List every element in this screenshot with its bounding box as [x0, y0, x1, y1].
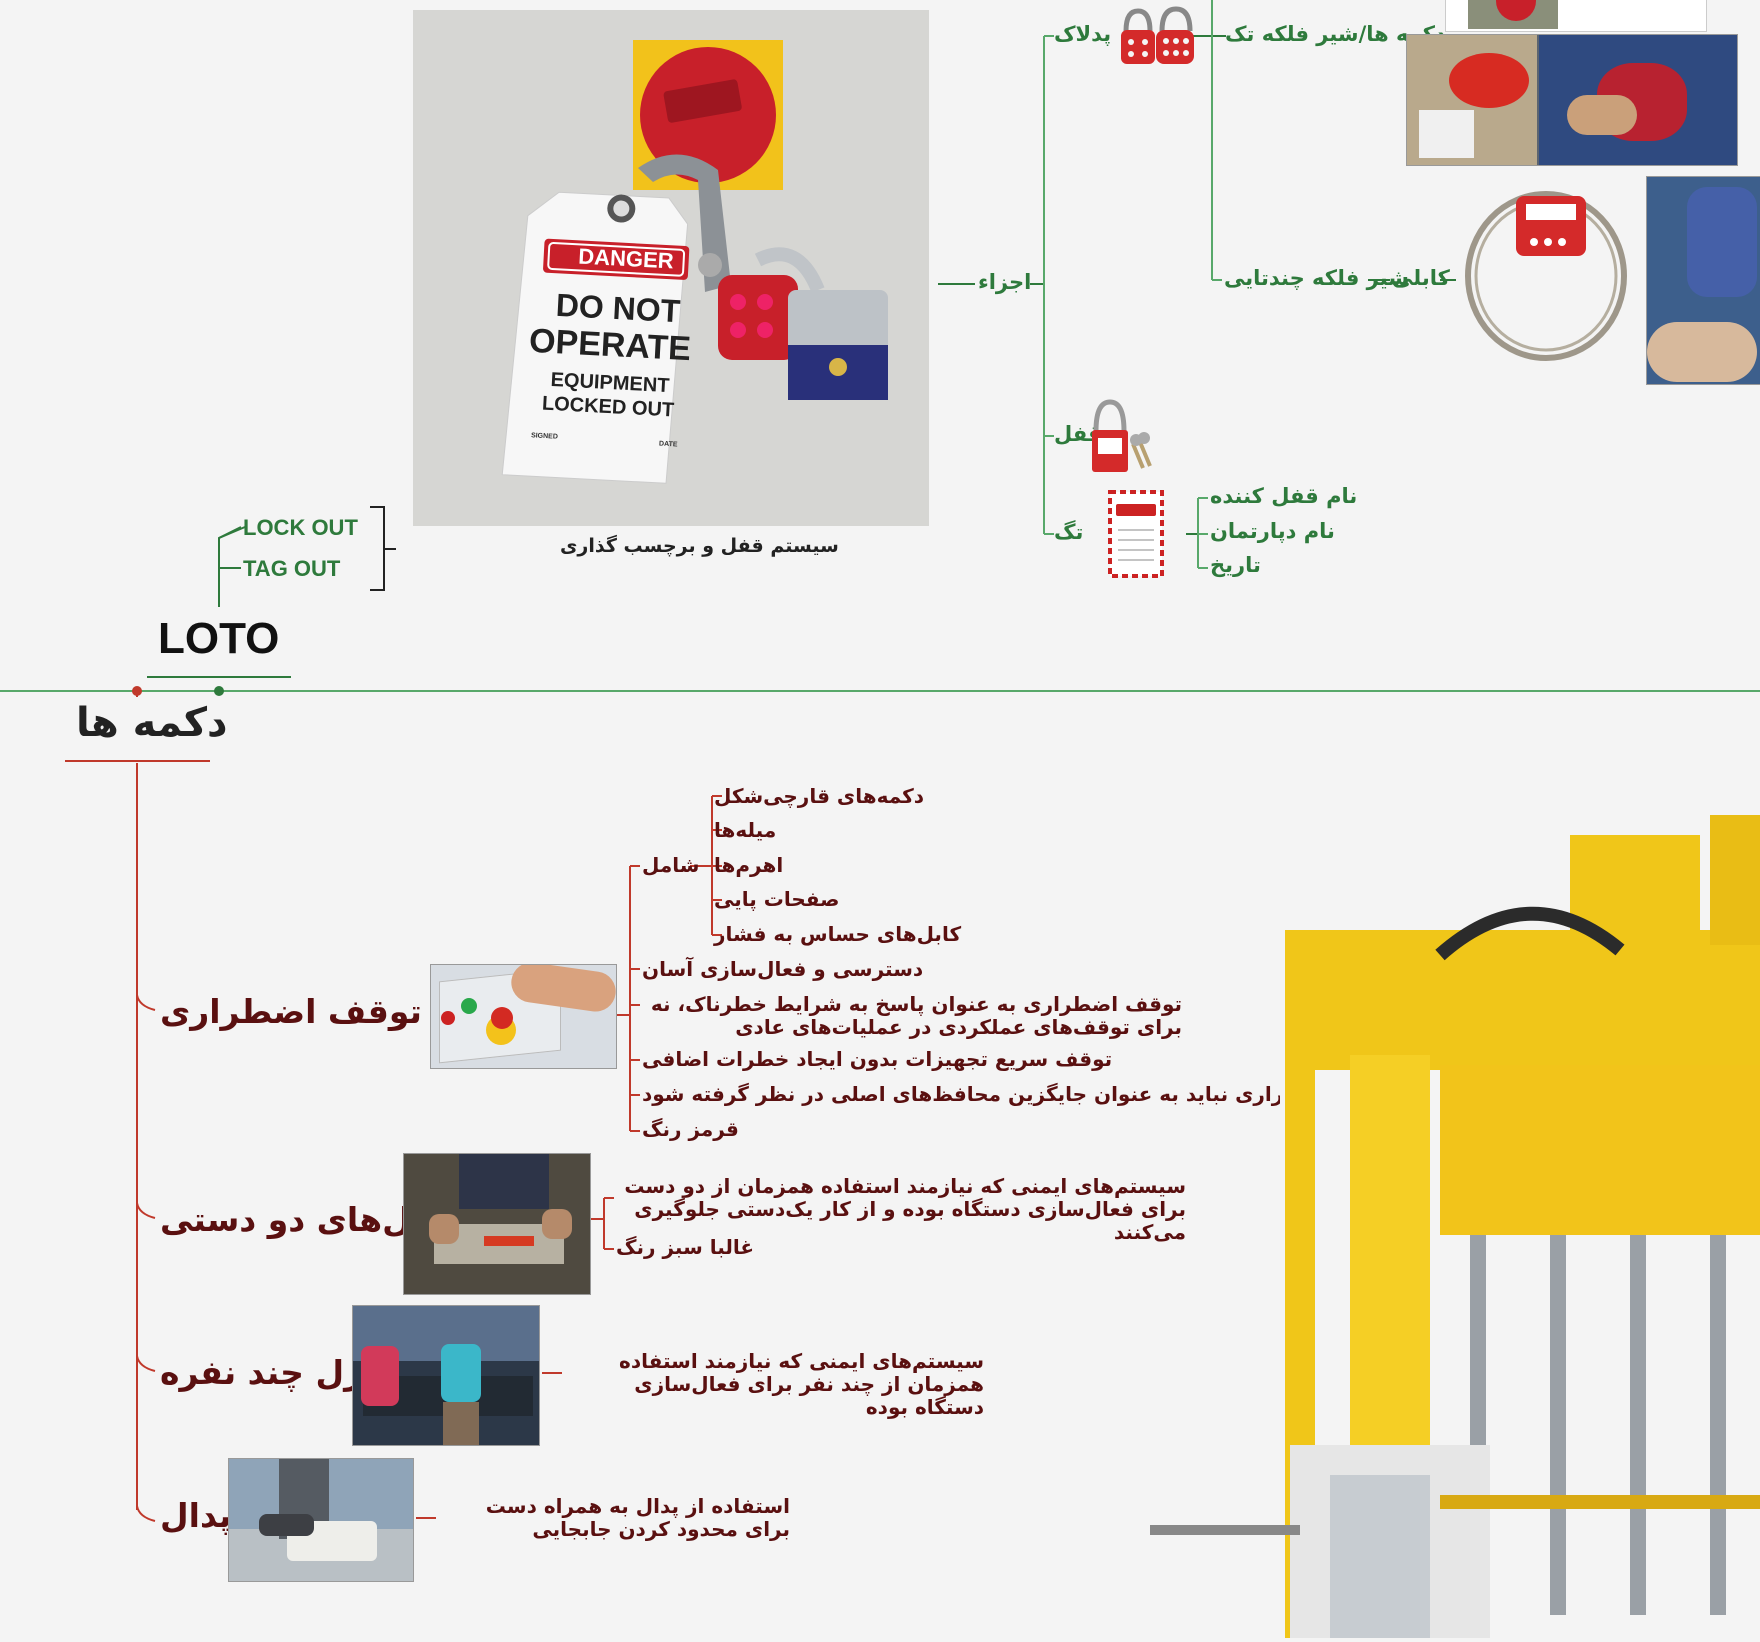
includes-label: شامل — [642, 853, 700, 877]
two-hand-note-desc: سیستم‌های ایمنی که نیازمند استفاده همزما… — [624, 1174, 1186, 1244]
two-hand-note-green: غالبا سبز رنگ — [616, 1235, 755, 1259]
pedal-photo — [228, 1458, 414, 1582]
tag-field-date: تاریخ — [1210, 553, 1261, 577]
hasp-icon — [1121, 6, 1194, 64]
multi-person-photo — [352, 1305, 540, 1446]
note-red-color: قرمز رنگ — [642, 1117, 739, 1141]
note-fast-stop: توقف سریع تجهیزات بدون ایجاد خطرات اضافی — [642, 1047, 1113, 1071]
two-hand-photo — [403, 1153, 591, 1295]
press-machine-photo — [1150, 815, 1760, 1638]
loto-title: LOTO — [158, 614, 280, 663]
tag-component-label: تگ — [1054, 520, 1084, 544]
padlock-icon — [1092, 399, 1152, 472]
pedal-label: پدال — [160, 1496, 232, 1535]
cable-valve-photo — [1646, 176, 1760, 385]
valve-photo-top — [1445, 0, 1707, 32]
tag-signed: SIGNED — [530, 432, 559, 441]
pedal-note: استفاده از پدال به همراه دست برای محدود … — [485, 1494, 790, 1541]
danger-tag-icon — [1108, 490, 1164, 578]
tag-field-locker: نام قفل کننده — [1210, 484, 1358, 508]
include-bars: میله‌ها — [714, 818, 777, 842]
components-label: اجزاء — [978, 270, 1032, 294]
note-easy-access: دسترسی و فعال‌سازی آسان — [642, 957, 924, 981]
multi-person-note: سیستم‌های ایمنی که نیازمند استفاده همزما… — [619, 1349, 984, 1419]
lockout-illustration — [501, 40, 888, 484]
emergency-stop-photo — [430, 964, 617, 1069]
lockout-tag-photo: DANGER DO NOT OPERATE EQUIPMENT LOCKED O… — [413, 10, 929, 526]
include-foot-plates: صفحات پایی — [714, 887, 840, 911]
padlak-label: پدلاک — [1054, 22, 1112, 46]
include-mushroom: دکمه‌های قارچی‌شکل — [714, 784, 925, 808]
cable-label: کابلی — [1392, 266, 1450, 290]
main-caption: سیستم قفل و برچسب گذاری — [560, 535, 839, 557]
tag-date: DATE — [658, 440, 678, 449]
note-hazard-response: توقف اضطراری به عنوان پاسخ به شرایط خطرن… — [650, 992, 1182, 1039]
multi-valve-label: شیر فلکه چندتایی — [1224, 266, 1409, 290]
include-levers: اهرم‌ها — [714, 853, 784, 877]
include-pressure-cables: کابل‌های حساس به فشار — [714, 922, 962, 946]
tag-field-department: نام دپارتمان — [1210, 519, 1335, 543]
cable-lock-photo — [1456, 176, 1636, 366]
buttons-title: دکمه ها — [76, 700, 228, 746]
tag-out-label: TAG OUT — [243, 556, 341, 581]
lock-out-label: LOCK OUT — [243, 515, 358, 540]
note-not-replacement: توقف اضطراری نباید به عنوان جایگزین محاف… — [642, 1082, 1394, 1106]
valve-lockout-photo — [1406, 34, 1738, 166]
